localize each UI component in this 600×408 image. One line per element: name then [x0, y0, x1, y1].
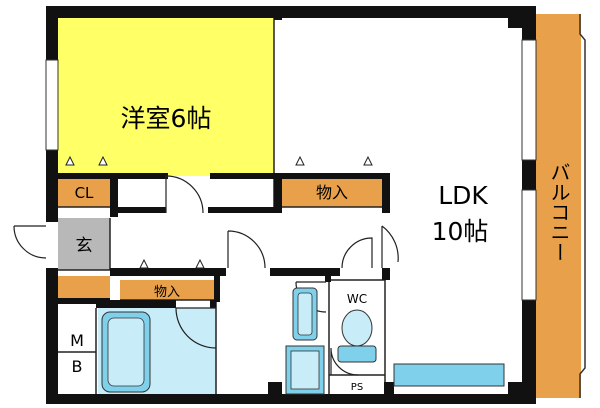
- toilet-label: WC: [347, 292, 367, 306]
- closet-floor: [58, 177, 110, 207]
- meter-box-label-b: B: [72, 357, 83, 376]
- balcony-label: バルコニー: [547, 162, 571, 262]
- western-room-label: 洋室6帖: [121, 104, 212, 133]
- ldk-label: LDK: [438, 181, 488, 210]
- pipe-space-label: PS: [351, 382, 363, 393]
- storage-lower-floor: [120, 280, 216, 300]
- storage-lower-label: 物入: [154, 285, 180, 300]
- western-room-floor: [56, 18, 274, 176]
- ldk-size-label: 10帖: [432, 217, 489, 246]
- entrance-label: 玄: [76, 236, 93, 256]
- entrance-floor: [58, 218, 110, 270]
- windows: [45, 39, 537, 301]
- storage-upper-floor: [282, 177, 382, 207]
- closet-label: CL: [75, 184, 94, 202]
- meter-box-label-m: M: [70, 331, 84, 350]
- storage-markers: [65, 155, 373, 269]
- entrance-step-floor: [58, 276, 110, 300]
- interior-lines: [58, 14, 386, 398]
- washbasin: [292, 287, 318, 341]
- storage-upper-label: 物入: [316, 183, 348, 202]
- balcony-floor: [535, 14, 581, 398]
- doors: [13, 175, 399, 376]
- bathtub: [101, 311, 151, 393]
- toilet-fixture: [337, 309, 377, 363]
- kitchen-counter: [393, 363, 505, 387]
- washer-pan: [285, 345, 325, 395]
